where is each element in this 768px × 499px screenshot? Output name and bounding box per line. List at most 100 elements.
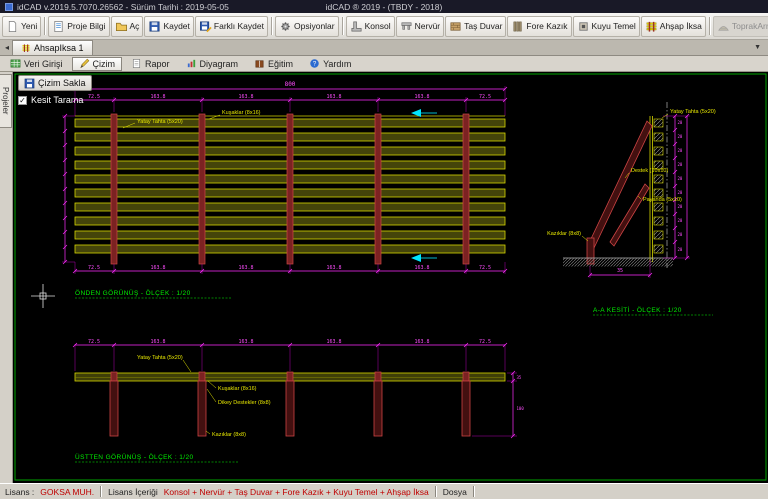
left-dock-strip: Projeler	[0, 72, 13, 483]
toolbar-separator	[44, 17, 45, 35]
timber-shoring-module-button[interactable]: Ahşap İksa	[641, 16, 706, 37]
dim-segment: 163.8	[238, 339, 253, 345]
statusbar-separator	[473, 486, 475, 497]
plan-piles	[110, 381, 470, 436]
dim-base: 35	[617, 268, 623, 274]
license-label: Lisans :	[5, 487, 34, 497]
app-icon	[5, 3, 13, 11]
callout-dikey-destekler: Dikey Destekler (8x8)	[218, 400, 271, 406]
save-button[interactable]: Kaydet	[144, 16, 193, 37]
dim-total-top: 800	[285, 81, 296, 88]
button-label: Aç	[130, 21, 140, 31]
callout-yatay-tahta-top: Yatay Tahta (5x20)	[137, 355, 183, 361]
tab-diyagram[interactable]: Diyagram	[179, 57, 246, 71]
tab-scroll-left-icon[interactable]: ◂	[2, 43, 12, 52]
dim-segment: 163.8	[150, 94, 165, 100]
dim-segment: 163.8	[414, 94, 429, 100]
save-as-button[interactable]: Farklı Kaydet	[195, 16, 268, 37]
open-folder-icon	[115, 20, 128, 33]
cad-canvas[interactable]: 800 72.5 163.8 163.8 163.8 163.8 72.5	[13, 72, 768, 483]
tab-cizim[interactable]: Çizim	[72, 57, 123, 71]
soil-mound-icon	[717, 20, 730, 33]
license-content-value: Konsol + Nervür + Taş Duvar + Fore Kazık…	[164, 487, 429, 497]
floppy-icon	[24, 78, 35, 89]
top-view: 72.5 163.8 163.8 163.8 163.8 72.5	[73, 339, 524, 462]
window-title: idCAD v.2019.5.7070.26562 - Sürüm Tarihi…	[17, 2, 229, 12]
callout-yatay-tahta: Yatay Tahta (5x20)	[137, 119, 183, 125]
button-label: Fore Kazık	[526, 21, 567, 31]
tab-veri-girisi[interactable]: Veri Girişi	[3, 57, 70, 71]
pencil-icon	[79, 58, 90, 69]
tab-label: Çizim	[93, 59, 116, 69]
top-view-title: ÜSTTEN GÖRÜNÜŞ - ÖLÇEK : 1/20	[75, 453, 194, 461]
tab-rapor[interactable]: Rapor	[124, 57, 177, 71]
save-as-icon	[199, 20, 212, 33]
tab-label: Diyagram	[200, 59, 239, 69]
toolbar-separator	[709, 17, 710, 35]
project-info-button[interactable]: Proje Bilgi	[48, 16, 109, 37]
save-drawing-button[interactable]: Çizim Sakla	[18, 75, 92, 91]
button-label: Kuyu Temel	[592, 21, 636, 31]
toolbar-separator	[271, 17, 272, 35]
cad-viewport[interactable]: 800 72.5 163.8 163.8 163.8 163.8 72.5	[13, 72, 768, 483]
main-area: Projeler 800 72.5	[0, 72, 768, 483]
dim-board: 20	[678, 162, 683, 167]
project-info-icon	[52, 20, 65, 33]
dim-segment: 163.8	[238, 265, 253, 271]
dim-segment: 72.5	[88, 94, 100, 100]
dim-strip: 35	[517, 375, 522, 380]
well-foundation-module-button[interactable]: Kuyu Temel	[573, 16, 640, 37]
stone-wall-icon	[449, 20, 462, 33]
tab-yardim[interactable]: ? Yardım	[302, 57, 358, 71]
statusbar-separator	[435, 486, 437, 497]
chart-icon	[186, 58, 197, 69]
button-label: Farklı Kaydet	[214, 21, 264, 31]
statusbar-separator	[100, 486, 102, 497]
callout-kaziklar-top: Kazıklar (8x8)	[212, 432, 246, 438]
dim-segment: 72.5	[479, 265, 491, 271]
stone-wall-module-button[interactable]: Taş Duvar	[445, 16, 506, 37]
dim-segment: 72.5	[88, 265, 100, 271]
dim-board: 20	[678, 232, 683, 237]
section-board-stack	[654, 119, 663, 253]
options-button[interactable]: Opsiyonlar	[275, 16, 339, 37]
soil-reinforcement-module-button: ToprakArme	[713, 16, 768, 37]
button-label: Yeni	[21, 21, 37, 31]
dim-segment: 163.8	[414, 339, 429, 345]
kesit-tarama-checkbox[interactable]: ✓ Kesit Tarama	[18, 95, 83, 105]
front-view-title: ÖNDEN GÖRÜNÜŞ - ÖLÇEK : 1/20	[75, 289, 191, 297]
main-toolbar: Yeni Proje Bilgi Aç Kaydet Farklı Kaydet…	[0, 13, 768, 40]
dim-board: 20	[678, 120, 683, 125]
callout-kaziklar-section: Kazıklar (8x8)	[547, 231, 581, 237]
sidebar-tab-projeler[interactable]: Projeler	[0, 74, 12, 128]
license-value: GOKSA MUH.	[40, 487, 94, 497]
console-module-button[interactable]: Konsol	[346, 16, 395, 37]
crosshair-cursor	[31, 284, 55, 308]
new-file-icon	[6, 20, 19, 33]
titlebar: idCAD v.2019.5.7070.26562 - Sürüm Tarihi…	[0, 0, 768, 13]
file-label: Dosya	[443, 487, 467, 497]
document-tab-active[interactable]: AhsapIksa 1	[12, 40, 93, 55]
dim-segment: 163.8	[326, 339, 341, 345]
cantilever-wall-icon	[350, 20, 363, 33]
callout-destek: Destek (10x10)	[631, 168, 668, 174]
dim-segment: 72.5	[479, 339, 491, 345]
bored-pile-module-button[interactable]: Fore Kazık	[507, 16, 571, 37]
callout-kusaklar: Kuşaklar (8x16)	[222, 110, 261, 116]
open-button[interactable]: Aç	[111, 16, 144, 37]
document-tab-label: AhsapIksa 1	[34, 43, 84, 53]
dim-board: 20	[678, 190, 683, 195]
dim-segment: 163.8	[326, 265, 341, 271]
new-button[interactable]: Yeni	[2, 16, 41, 37]
svg-text:?: ?	[313, 61, 317, 68]
tab-egitim[interactable]: Eğitim	[247, 57, 300, 71]
tab-list-dropdown-icon[interactable]: ▼	[749, 44, 766, 51]
callout-payanda: Payanda (5x10)	[643, 197, 682, 203]
rib-module-button[interactable]: Nervür	[396, 16, 445, 37]
ground-hatch	[563, 259, 673, 267]
section-view: 20 20 20 20 20 20 20 20 20 20 35	[547, 102, 716, 315]
front-view: 800 72.5 163.8 163.8 163.8 163.8 72.5	[62, 81, 507, 298]
button-label: Ahşap İksa	[660, 21, 702, 31]
dim-segment: 163.8	[150, 339, 165, 345]
bored-pile-icon	[511, 20, 524, 33]
